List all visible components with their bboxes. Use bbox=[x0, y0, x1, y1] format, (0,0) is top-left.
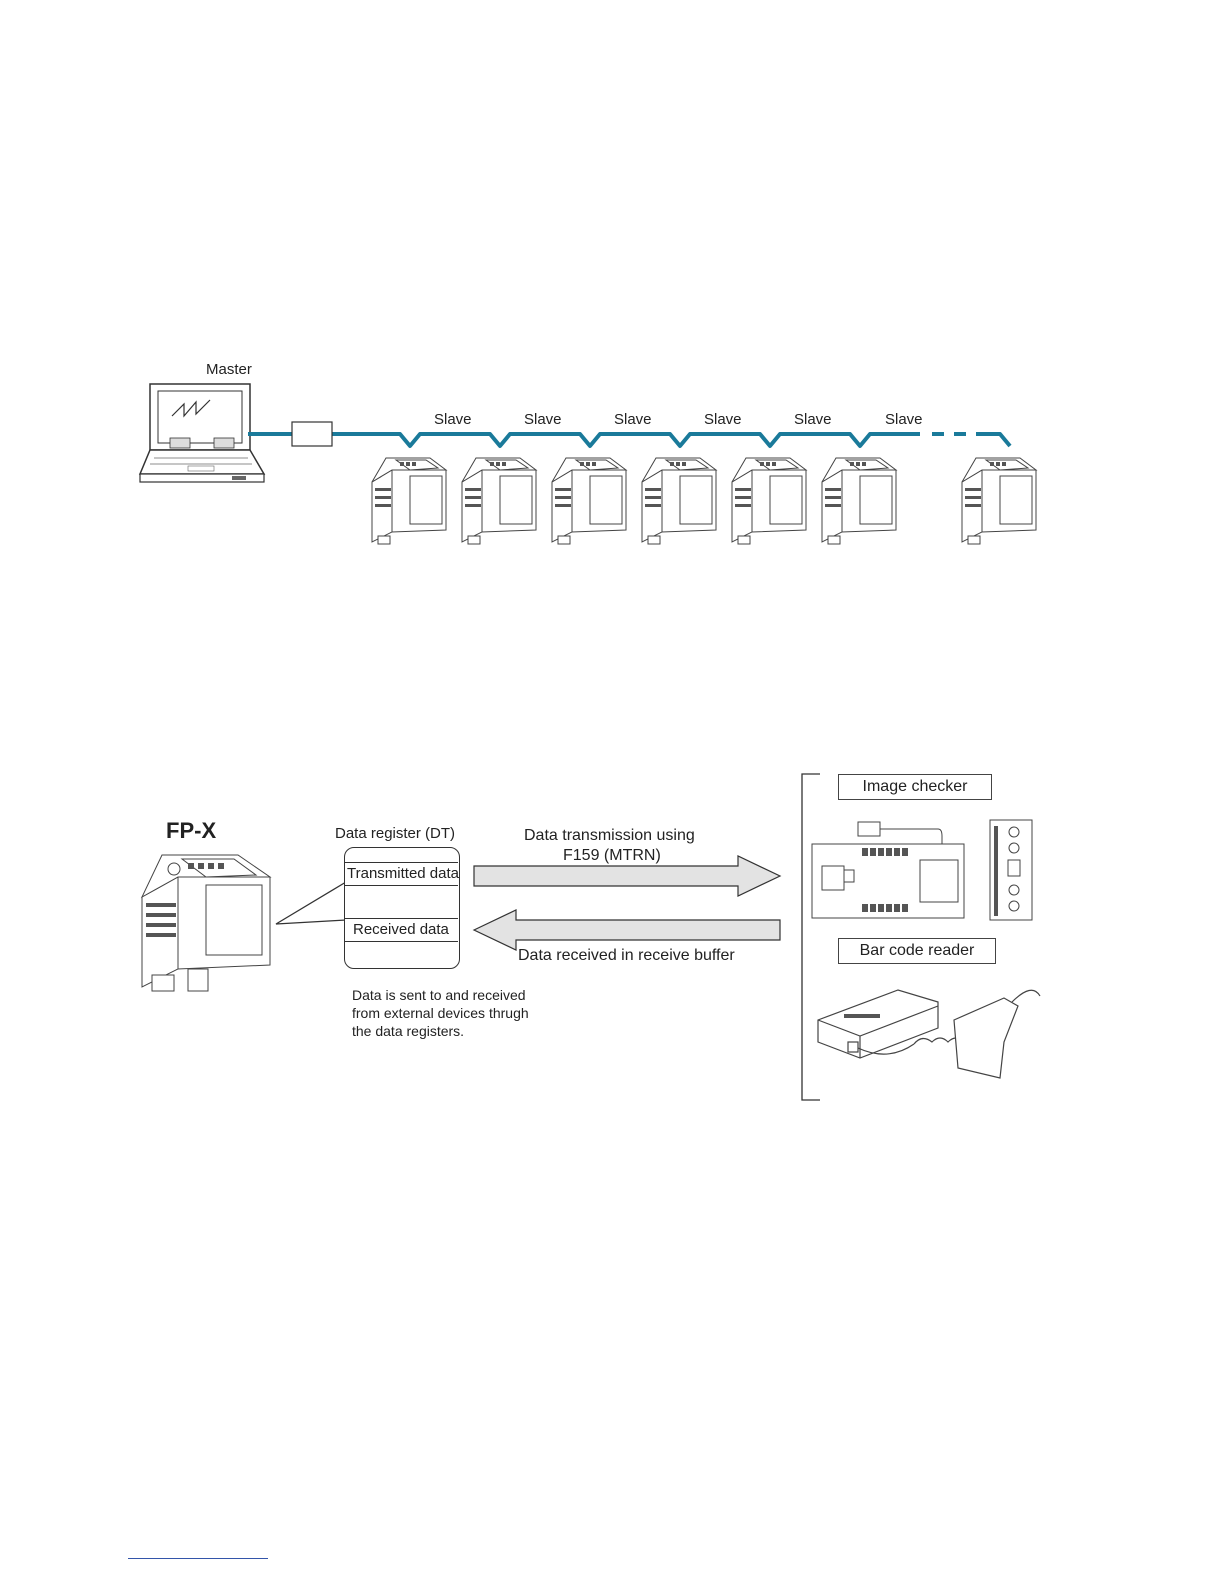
slave-label-5: Slave bbox=[794, 411, 832, 428]
slave-label-3: Slave bbox=[614, 411, 652, 428]
data-note: Data is sent to and received from extern… bbox=[352, 986, 529, 1040]
received-data-label: Received data bbox=[353, 921, 449, 938]
master-label: Master bbox=[206, 361, 252, 378]
slave-label-6: Slave bbox=[885, 411, 923, 428]
footnote-rule bbox=[128, 1558, 268, 1559]
rx-arrow bbox=[474, 910, 780, 950]
slave-label-2: Slave bbox=[524, 411, 562, 428]
slave-plc-unit-5 bbox=[730, 452, 810, 546]
note-line-3: the data registers. bbox=[352, 1022, 529, 1040]
slave-plc-unit-2 bbox=[460, 452, 540, 546]
register-title: Data register (DT) bbox=[335, 825, 455, 842]
slave-plc-unit-6 bbox=[820, 452, 900, 546]
slave-plc-unit-1 bbox=[370, 452, 450, 546]
transmitted-data-label: Transmitted data bbox=[347, 865, 459, 882]
rx-label: Data received in receive buffer bbox=[518, 947, 735, 965]
tx-label-line2: F159 (MTRN) bbox=[563, 847, 661, 865]
slave-plc-unit-7 bbox=[960, 452, 1040, 546]
fpx-title: FP-X bbox=[166, 818, 216, 844]
barcode-reader-label: Bar code reader bbox=[838, 938, 996, 964]
transfer-arrows bbox=[470, 852, 788, 954]
note-line-1: Data is sent to and received bbox=[352, 986, 529, 1004]
slave-label-4: Slave bbox=[704, 411, 742, 428]
fpx-plc-icon bbox=[138, 845, 288, 1000]
note-line-2: from external devices thrugh bbox=[352, 1004, 529, 1022]
image-checker-icon bbox=[808, 818, 1038, 924]
slave-plc-unit-3 bbox=[550, 452, 630, 546]
tx-label-line1: Data transmission using bbox=[524, 827, 695, 845]
slave-label-1: Slave bbox=[434, 411, 472, 428]
barcode-reader-icon bbox=[808, 980, 1048, 1082]
slave-plc-unit-4 bbox=[640, 452, 720, 546]
image-checker-label: Image checker bbox=[838, 774, 992, 800]
